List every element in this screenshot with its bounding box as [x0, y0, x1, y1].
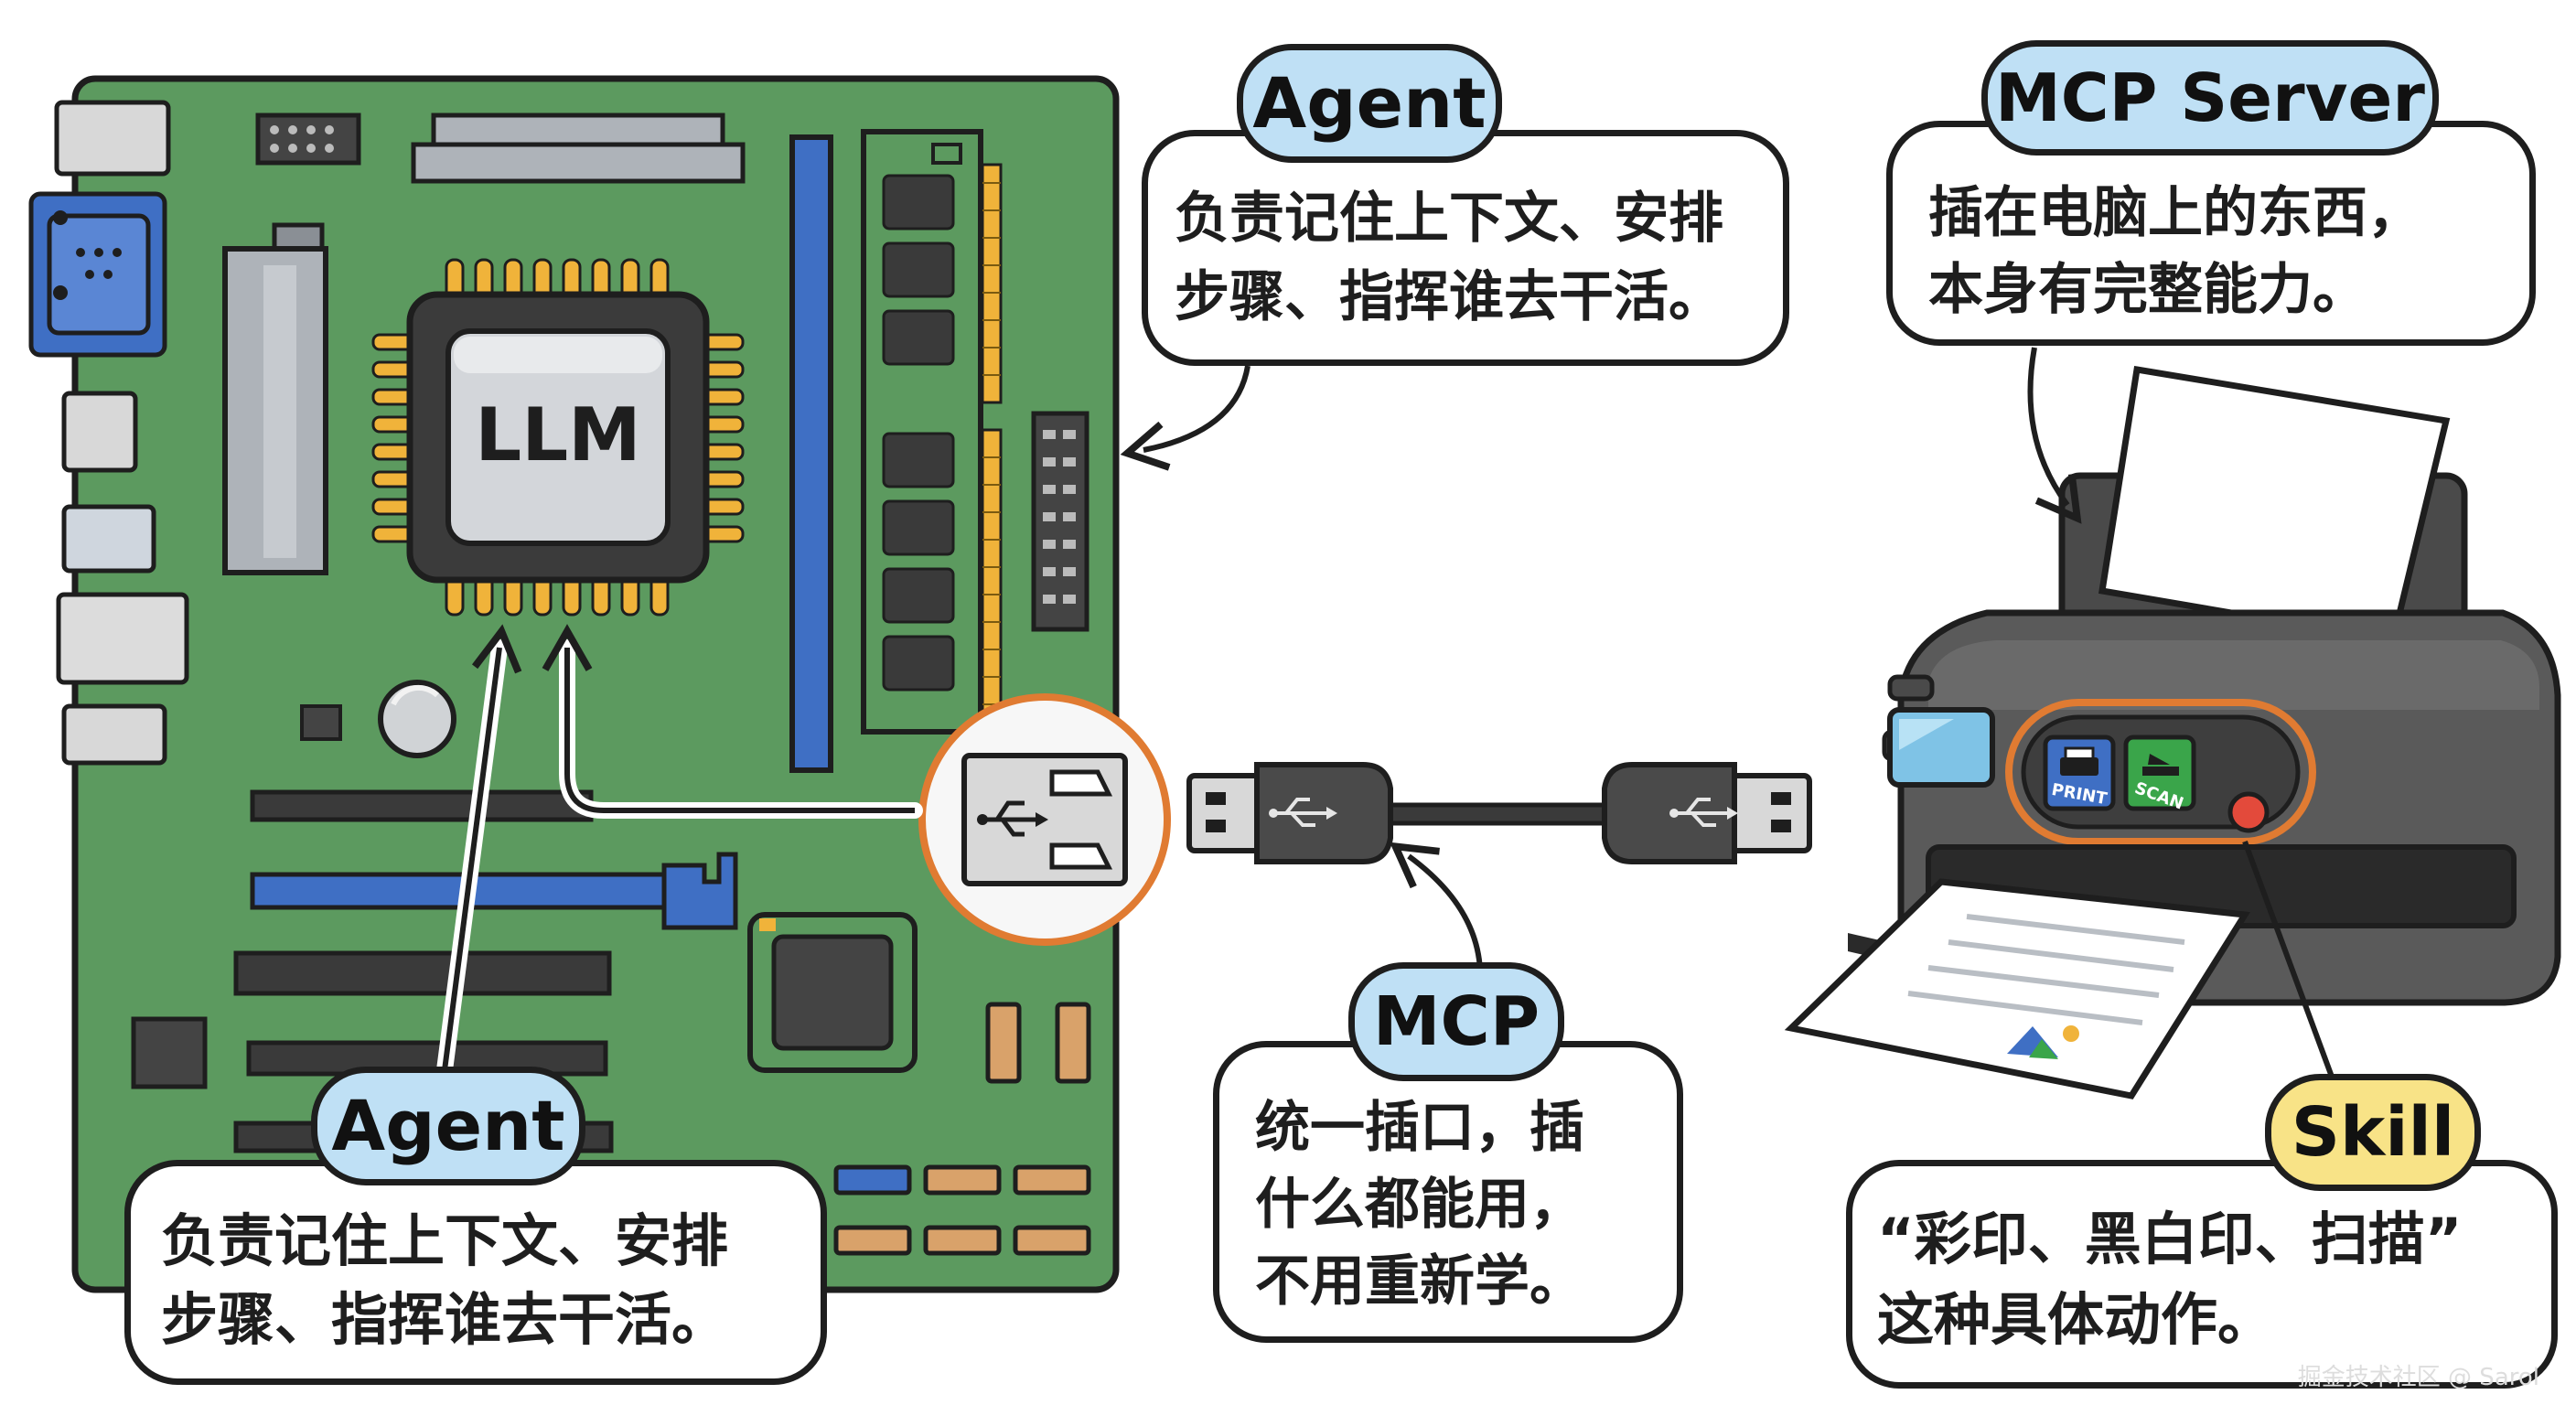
llm-chip: LLM [406, 291, 710, 584]
small-chip [300, 704, 342, 741]
paper-sheet [2098, 365, 2451, 644]
print-button[interactable]: PRINT [2043, 735, 2116, 811]
ram-slot [789, 134, 833, 773]
sata-ports [923, 1002, 1091, 1256]
output-paper [1784, 878, 2250, 1099]
agent-bottom-text-line-1: 负责记住上下文、安排 [161, 1207, 729, 1274]
agent-top-text-line-1: 负责记住上下文、安排 [1175, 187, 1723, 251]
watermark: 掘金技术社区 @ Sarol [2297, 1364, 2539, 1391]
ram-module [861, 129, 1003, 735]
scanner-icon [2142, 754, 2179, 776]
llm-label: LLM [475, 392, 641, 477]
skill-tag: Skill [2265, 1074, 2481, 1191]
mcp-text-line-2: 什么都能用， [1255, 1173, 1584, 1237]
header-connector [255, 113, 361, 166]
agent-bottom-tag: Agent [311, 1067, 585, 1185]
skill-bubble [1846, 1160, 2558, 1389]
skill-text-line-1: “彩印、黑白印、扫描” [1877, 1206, 2463, 1272]
usb-port [918, 693, 1171, 946]
scan-button[interactable]: SCAN [2123, 735, 2196, 814]
printer-icon [2060, 746, 2098, 776]
mcp-text-line-1: 统一插口，插 [1255, 1096, 1584, 1160]
usb-icon [982, 800, 1036, 837]
mcp-server-text-line-1: 插在电脑上的东西， [1928, 181, 2422, 245]
usb-cable [1186, 762, 1812, 864]
power-button[interactable] [2227, 791, 2270, 833]
small-chip [131, 1016, 208, 1089]
mcp-tag: MCP [1348, 962, 1564, 1081]
cmos-battery [378, 680, 456, 758]
agent-bottom-text-line-2: 步骤、指挥谁去干活。 [161, 1286, 729, 1353]
agent-bottom-bubble [124, 1160, 827, 1385]
printer: PRINT SCAN [1784, 365, 2561, 1099]
motherboard: LLM [28, 75, 1120, 1293]
mcp-server-text-line-2: 本身有完整能力。 [1928, 258, 2367, 322]
mcp-text-line-3: 不用重新学。 [1255, 1249, 1584, 1314]
atx-connector [1031, 411, 1089, 632]
agent-top-tag: Agent [1237, 44, 1502, 163]
connector-lines [436, 347, 2341, 1096]
heatsink [222, 222, 328, 575]
skill-text-line-2: 这种具体动作。 [1877, 1286, 2275, 1353]
mcp-server-tag: MCP Server [1981, 40, 2439, 156]
rear-io-ports [28, 100, 189, 766]
usb-icon [1273, 798, 1727, 827]
chipset [747, 912, 918, 1073]
agent-top-text-line-2: 步骤、指挥谁去干活。 [1175, 265, 1723, 329]
